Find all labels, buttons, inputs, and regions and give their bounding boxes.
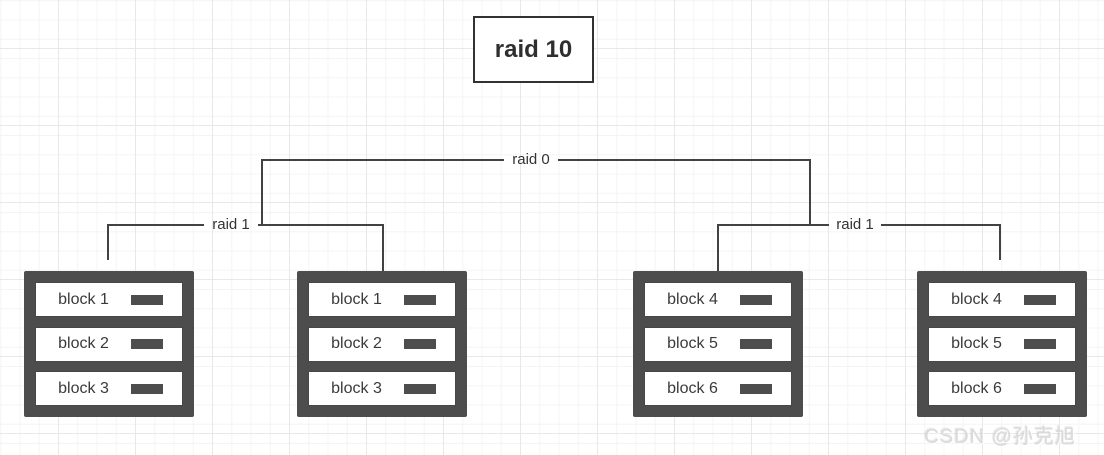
disk-slot-label: block 1: [331, 290, 382, 308]
raid1-right-label: raid 1: [836, 216, 874, 233]
raid0-label: raid 0: [512, 151, 550, 168]
disk-slot: block 4: [928, 282, 1076, 317]
disk-slot-label: block 4: [951, 290, 1002, 308]
drive-handle-icon: [404, 339, 436, 349]
drive-handle-icon: [131, 339, 163, 349]
disk-slot: block 6: [644, 371, 792, 406]
drive-handle-icon: [740, 294, 772, 305]
disk-slot-label: block 5: [667, 335, 718, 352]
disk-slot-label: block 3: [58, 379, 109, 397]
disk-stack-1: block 1 block 2 block 3: [24, 271, 194, 417]
disk-slot: block 4: [644, 282, 792, 317]
raid1-left-connector-right: [258, 224, 384, 272]
drive-handle-icon: [131, 383, 163, 394]
disk-slot-label: block 1: [58, 290, 109, 308]
csdn-watermark: CSDN @孙克旭: [924, 426, 1076, 448]
disk-slot-label: block 4: [667, 290, 718, 308]
disk-slot-label: block 3: [331, 379, 382, 397]
raid1-right-connector-left: [717, 224, 829, 273]
raid0-connector-right: [558, 159, 811, 225]
raid1-right-connector-right: [881, 224, 1001, 260]
disk-slot: block 1: [308, 282, 456, 317]
raid1-left-label: raid 1: [212, 216, 250, 233]
diagram-title-box: raid 10: [473, 16, 594, 83]
drive-handle-icon: [404, 383, 436, 394]
drive-handle-icon: [404, 294, 436, 305]
disk-slot: block 5: [644, 326, 792, 362]
diagram-title: raid 10: [494, 35, 573, 63]
disk-slot-label: block 6: [951, 379, 1002, 397]
drive-handle-icon: [740, 339, 772, 349]
disk-slot-label: block 6: [667, 379, 718, 397]
disk-slot-label: block 5: [951, 335, 1002, 352]
disk-slot-label: block 2: [331, 335, 382, 352]
disk-slot: block 3: [35, 371, 183, 406]
disk-slot: block 3: [308, 371, 456, 406]
disk-slot-label: block 2: [58, 335, 109, 352]
disk-slot: block 5: [928, 326, 1076, 362]
disk-stack-2: block 1 block 2 block 3: [297, 271, 467, 417]
raid0-connector-left: [261, 159, 504, 225]
disk-stack-3: block 4 block 5 block 6: [633, 271, 803, 417]
disk-slot: block 2: [35, 326, 183, 362]
drive-handle-icon: [1024, 383, 1056, 394]
disk-stack-4: block 4 block 5 block 6: [917, 271, 1087, 417]
drive-handle-icon: [1024, 294, 1056, 305]
drive-handle-icon: [740, 383, 772, 394]
disk-slot: block 1: [35, 282, 183, 317]
drive-handle-icon: [131, 294, 163, 305]
disk-slot: block 2: [308, 326, 456, 362]
raid1-left-connector-left: [107, 224, 204, 260]
drive-handle-icon: [1024, 339, 1056, 349]
disk-slot: block 6: [928, 371, 1076, 406]
